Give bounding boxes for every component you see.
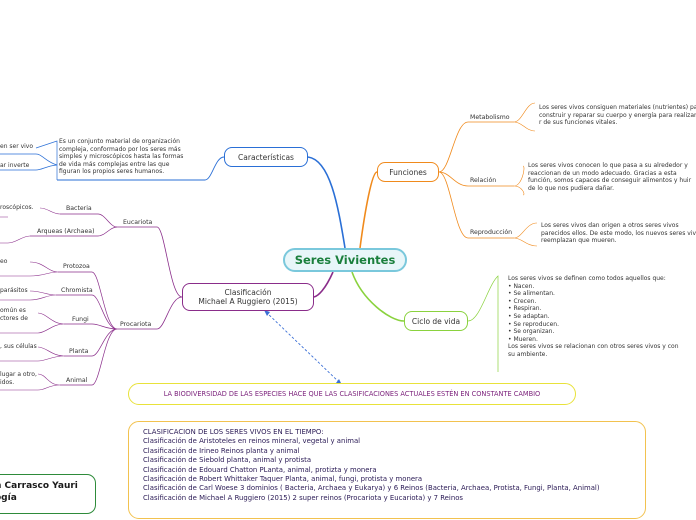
funcion-metabolismo-text[interactable]: Los seres vivos consiguen materiales (nu… [539,104,696,127]
ciclo-line: Los seres vivos se definen como todos aq… [508,275,666,282]
ciclo-line: • Crecen. [508,297,537,305]
superreino-eucariota[interactable]: Eucariota [123,219,153,226]
superreino-procariota[interactable]: Procariota [120,321,152,328]
link-ciclo [351,271,405,322]
reino-arqueas[interactable]: Arqueas (Archaea) [37,228,95,235]
timeline-item: Clasificación de Siebold planta, animal … [143,456,312,465]
ciclo-line: • Se alimentan. [508,290,555,298]
funcion-relacion-label[interactable]: Relación [470,177,497,184]
caracteristicas-fragment-2[interactable]: ar inverte [0,162,30,169]
ciclo-line: Los seres vivos se relacionan con otros … [508,343,679,358]
ciclo-line: • Nacen. [508,282,535,290]
caracteristicas-description[interactable]: Es un conjunto material de organización … [59,138,184,176]
biodiversidad-banner[interactable]: LA BIODIVERSIDAD DE LAS ESPECIES HACE QU… [128,383,576,405]
author-box[interactable]: n Carrasco Yauri ogía [0,474,96,514]
protozoa-fragment[interactable]: eo [0,258,8,265]
link-caracteristicas [307,156,346,249]
ciclo-line: • Se reproducen. [508,320,560,328]
fungi-fragment-2[interactable]: ctores de [0,315,28,322]
reino-fungi[interactable]: Fungi [72,316,89,323]
author-name: n Carrasco Yauri [0,481,78,491]
ciclo-line: • Mueren. [508,335,538,343]
reino-protozoa[interactable]: Protozoa [63,263,90,270]
ciclo-line: • Se organizan. [508,328,555,336]
link-biodiversidad [265,311,341,384]
reino-planta[interactable]: Planta [69,348,89,355]
reino-chromista[interactable]: Chromista [61,287,93,294]
timeline-heading: CLASIFICACION DE LOS SERES VIVOS EN EL T… [143,428,324,436]
planta-fragment[interactable]: , sus células [0,343,37,350]
chromista-fragment[interactable]: parásitos [0,287,28,294]
clasificacion-title: Clasificación [224,287,272,297]
author-subject: ogía [0,493,17,503]
fungi-fragment-1[interactable]: omún es [0,307,26,314]
clasificacion-timeline[interactable]: CLASIFICACION DE LOS SERES VIVOS EN EL T… [128,421,646,519]
animal-fragment-2[interactable]: idos. [0,379,15,386]
timeline-item: Clasificación de Edouard Chatton PLanta,… [143,465,377,474]
funcion-reproduccion-label[interactable]: Reproducción [470,229,513,236]
timeline-item: Clasificación de Carl Woese 3 dominios (… [143,484,600,493]
link-funciones [359,171,378,249]
link-clasificacion [313,271,334,298]
timeline-item: Clasificación de Aristoteles en reinos m… [143,437,361,446]
ciclo-line: • Se adaptan. [508,312,550,320]
topic-funciones[interactable]: Funciones [377,162,439,182]
caracteristicas-fragment-1[interactable]: en ser vivo [0,143,34,150]
timeline-item: Clasificación de Michael A Ruggiero (201… [143,493,463,502]
timeline-item: Clasificación de Robert Whittaker Taquer… [143,475,423,484]
bacteria-fragment[interactable]: roscópicos. [0,204,34,211]
funcion-reproduccion-text[interactable]: Los seres vivos dan origen a otros seres… [541,222,696,245]
topic-caracteristicas[interactable]: Características [224,147,308,167]
topic-ciclo-de-vida[interactable]: Ciclo de vida [404,311,468,331]
reino-animal[interactable]: Animal [66,377,88,384]
ciclo-de-vida-text[interactable]: Los seres vivos se definen como todos aq… [508,275,684,359]
animal-fragment-1[interactable]: lugar a otro, [0,371,37,378]
timeline-item: Clasificación de Irineo Reinos planta y … [143,446,300,455]
clasificacion-author: Michael A Ruggiero (2015) [198,297,298,306]
central-topic[interactable]: Seres Vivientes [283,248,407,272]
ciclo-line: • Respiran. [508,305,542,313]
topic-clasificacion[interactable]: Clasificación Michael A Ruggiero (2015) [182,283,314,311]
funcion-metabolismo-label[interactable]: Metabolismo [470,114,510,121]
reino-bacteria[interactable]: Bacteria [66,205,92,212]
funcion-relacion-text[interactable]: Los seres vivos conocen lo que pasa a su… [528,162,692,192]
